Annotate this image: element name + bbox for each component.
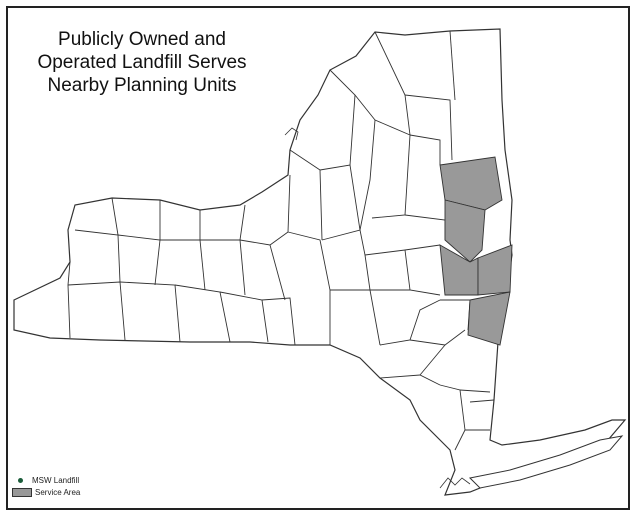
map-title: Publicly Owned and Operated Landfill Ser… [12,28,272,97]
title-line-3: Nearby Planning Units [47,75,237,96]
service-county-mid [444,199,486,263]
lake-ontario-shore [284,127,299,141]
landfill-marker-icon [18,477,23,483]
legend-landfill-label: MSW Landfill [32,475,80,485]
county-lines [67,30,495,451]
title-line-2: Operated Landfill Serves [37,52,247,73]
long-island [468,435,624,489]
service-county-north [439,156,503,211]
title-line-1: Publicly Owned and [58,29,226,50]
state-outline [13,28,627,496]
service-area [439,156,513,346]
legend: MSW Landfill Service Area [12,474,80,498]
legend-row-service: Service Area [12,486,80,498]
legend-service-label: Service Area [35,487,81,497]
coast-detail [439,477,471,489]
service-area-swatch [12,487,32,497]
legend-row-landfill: MSW Landfill [12,474,80,486]
service-county-south [467,291,511,346]
